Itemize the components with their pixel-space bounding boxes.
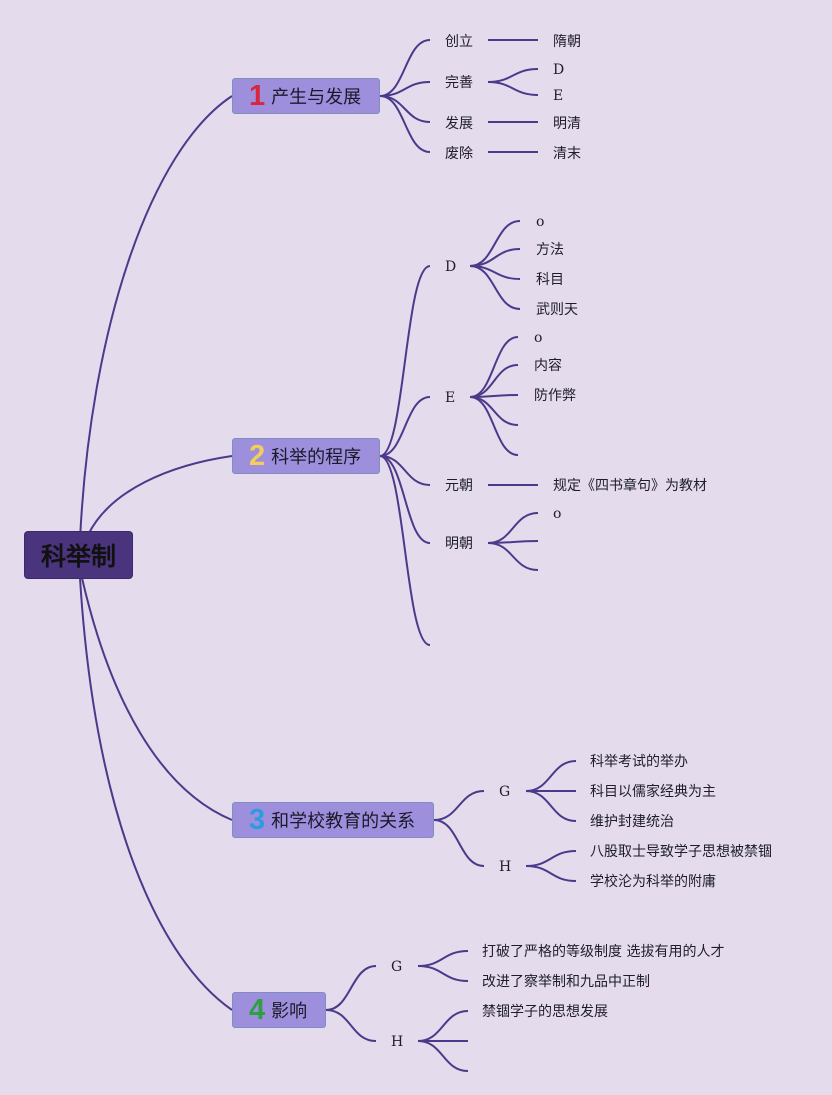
b3-item-g-sub-1[interactable]: 科举考试的举办 <box>590 754 688 770</box>
link-root-b4 <box>79 577 233 1011</box>
branch-1-label: 产生与发展 <box>271 87 362 108</box>
link-b2-c1-s4 <box>469 265 521 310</box>
b4-item-g-sub-2[interactable]: 改进了察举制和九品中正制 <box>482 974 650 990</box>
branch-3-number: 3 <box>249 803 266 836</box>
link-b1-c4 <box>379 95 431 153</box>
link-b1-c2-s1 <box>487 68 539 83</box>
link-b4-c1-s2 <box>417 965 469 982</box>
link-b2-c5 <box>379 455 431 646</box>
b2-item-e-sub-1[interactable]: o <box>534 330 543 346</box>
link-b2-c4 <box>379 455 431 544</box>
b1-item-development-detail[interactable]: 明清 <box>553 116 581 132</box>
link-b3-c1-s1 <box>525 760 577 792</box>
link-b4-c1 <box>325 965 377 1011</box>
branch-2-label: 科举的程序 <box>271 447 362 468</box>
link-root-b3 <box>81 577 233 821</box>
b1-item-perfecting-sub-1[interactable]: D <box>553 62 565 78</box>
b4-item-g[interactable]: G <box>391 959 403 975</box>
b3-item-h[interactable]: H <box>499 859 512 875</box>
link-b3-c2-s1 <box>525 850 577 867</box>
link-b3-c1 <box>433 790 485 821</box>
link-b4-c2 <box>325 1009 377 1042</box>
branch-4-node[interactable]: 4 影响 <box>232 992 326 1028</box>
b3-item-h-sub-2[interactable]: 学校沦为科举的附庸 <box>590 874 716 890</box>
branch-2-number: 2 <box>249 439 266 472</box>
b4-item-g-sub-1[interactable]: 打破了严格的等级制度 选拔有用的人才 <box>482 944 725 960</box>
root-node[interactable]: 科举制 <box>25 532 132 578</box>
b1-item-abolition-detail[interactable]: 清末 <box>553 146 581 162</box>
b2-item-yuan[interactable]: 元朝 <box>445 478 473 494</box>
b2-item-d[interactable]: D <box>445 259 457 275</box>
b3-item-g[interactable]: G <box>499 784 511 800</box>
b4-item-h[interactable]: H <box>391 1034 404 1050</box>
link-b3-c2 <box>433 819 485 867</box>
b3-item-g-sub-3[interactable]: 维护封建统治 <box>590 814 674 830</box>
link-b4-c2-s1 <box>417 1010 469 1042</box>
link-b2-c4-s3 <box>487 542 539 571</box>
link-b1-c2-s2 <box>487 81 539 96</box>
link-b4-c2-s3 <box>417 1040 469 1072</box>
b1-item-founding[interactable]: 创立 <box>445 34 473 50</box>
branch-2-node[interactable]: 2 科举的程序 <box>232 438 380 474</box>
b1-item-perfecting-sub-2[interactable]: E <box>553 88 564 104</box>
link-b2-c2-s4 <box>469 396 519 426</box>
b1-item-founding-detail[interactable]: 隋朝 <box>553 34 581 50</box>
link-b3-c1-s3 <box>525 790 577 822</box>
branch-4-label: 影响 <box>271 1001 308 1022</box>
b3-item-g-sub-2[interactable]: 科目以儒家经典为主 <box>590 784 716 800</box>
b1-item-perfecting[interactable]: 完善 <box>445 75 473 91</box>
branch-3-label: 和学校教育的关系 <box>271 811 416 832</box>
b2-item-ming-sub-1[interactable]: o <box>553 506 562 522</box>
link-b3-c2-s2 <box>525 865 577 882</box>
link-b2-c1 <box>379 265 431 457</box>
branch-1-number: 1 <box>249 79 266 112</box>
b4-item-h-sub-1[interactable]: 禁锢学子的思想发展 <box>482 1004 608 1020</box>
link-b1-c1 <box>379 39 431 97</box>
b2-item-d-sub-4[interactable]: 武则天 <box>536 302 578 318</box>
b1-item-development[interactable]: 发展 <box>445 116 473 132</box>
b2-item-yuan-detail[interactable]: 规定《四书章句》为教材 <box>553 478 707 494</box>
link-root-b1 <box>79 95 233 541</box>
link-b2-c4-s1 <box>487 512 539 544</box>
link-b2-c1-s1 <box>469 220 521 267</box>
b2-item-e-sub-2[interactable]: 内容 <box>534 358 562 374</box>
link-root-b2 <box>87 455 233 536</box>
root-label: 科举制 <box>40 542 116 571</box>
b2-item-e-sub-3[interactable]: 防作弊 <box>534 388 576 404</box>
b2-item-d-sub-3[interactable]: 科目 <box>536 272 564 288</box>
b3-item-h-sub-1[interactable]: 八股取士导致学子思想被禁锢 <box>590 844 772 860</box>
b1-item-abolition[interactable]: 废除 <box>445 146 473 162</box>
branch-4-number: 4 <box>249 993 266 1026</box>
b2-item-d-sub-2[interactable]: 方法 <box>536 242 564 258</box>
link-b4-c1-s1 <box>417 950 469 967</box>
link-b2-c3 <box>379 455 431 486</box>
b2-item-ming[interactable]: 明朝 <box>445 536 473 552</box>
link-b1-c3 <box>379 95 431 123</box>
link-b2-c2-s2 <box>469 364 519 398</box>
b2-item-e[interactable]: E <box>445 390 456 406</box>
branch-3-node[interactable]: 3 和学校教育的关系 <box>232 802 434 838</box>
link-b2-c2-s5 <box>469 396 519 456</box>
link-b2-c2 <box>379 396 431 457</box>
branch-1-node[interactable]: 1 产生与发展 <box>232 78 380 114</box>
b2-item-d-sub-1[interactable]: o <box>536 214 545 230</box>
